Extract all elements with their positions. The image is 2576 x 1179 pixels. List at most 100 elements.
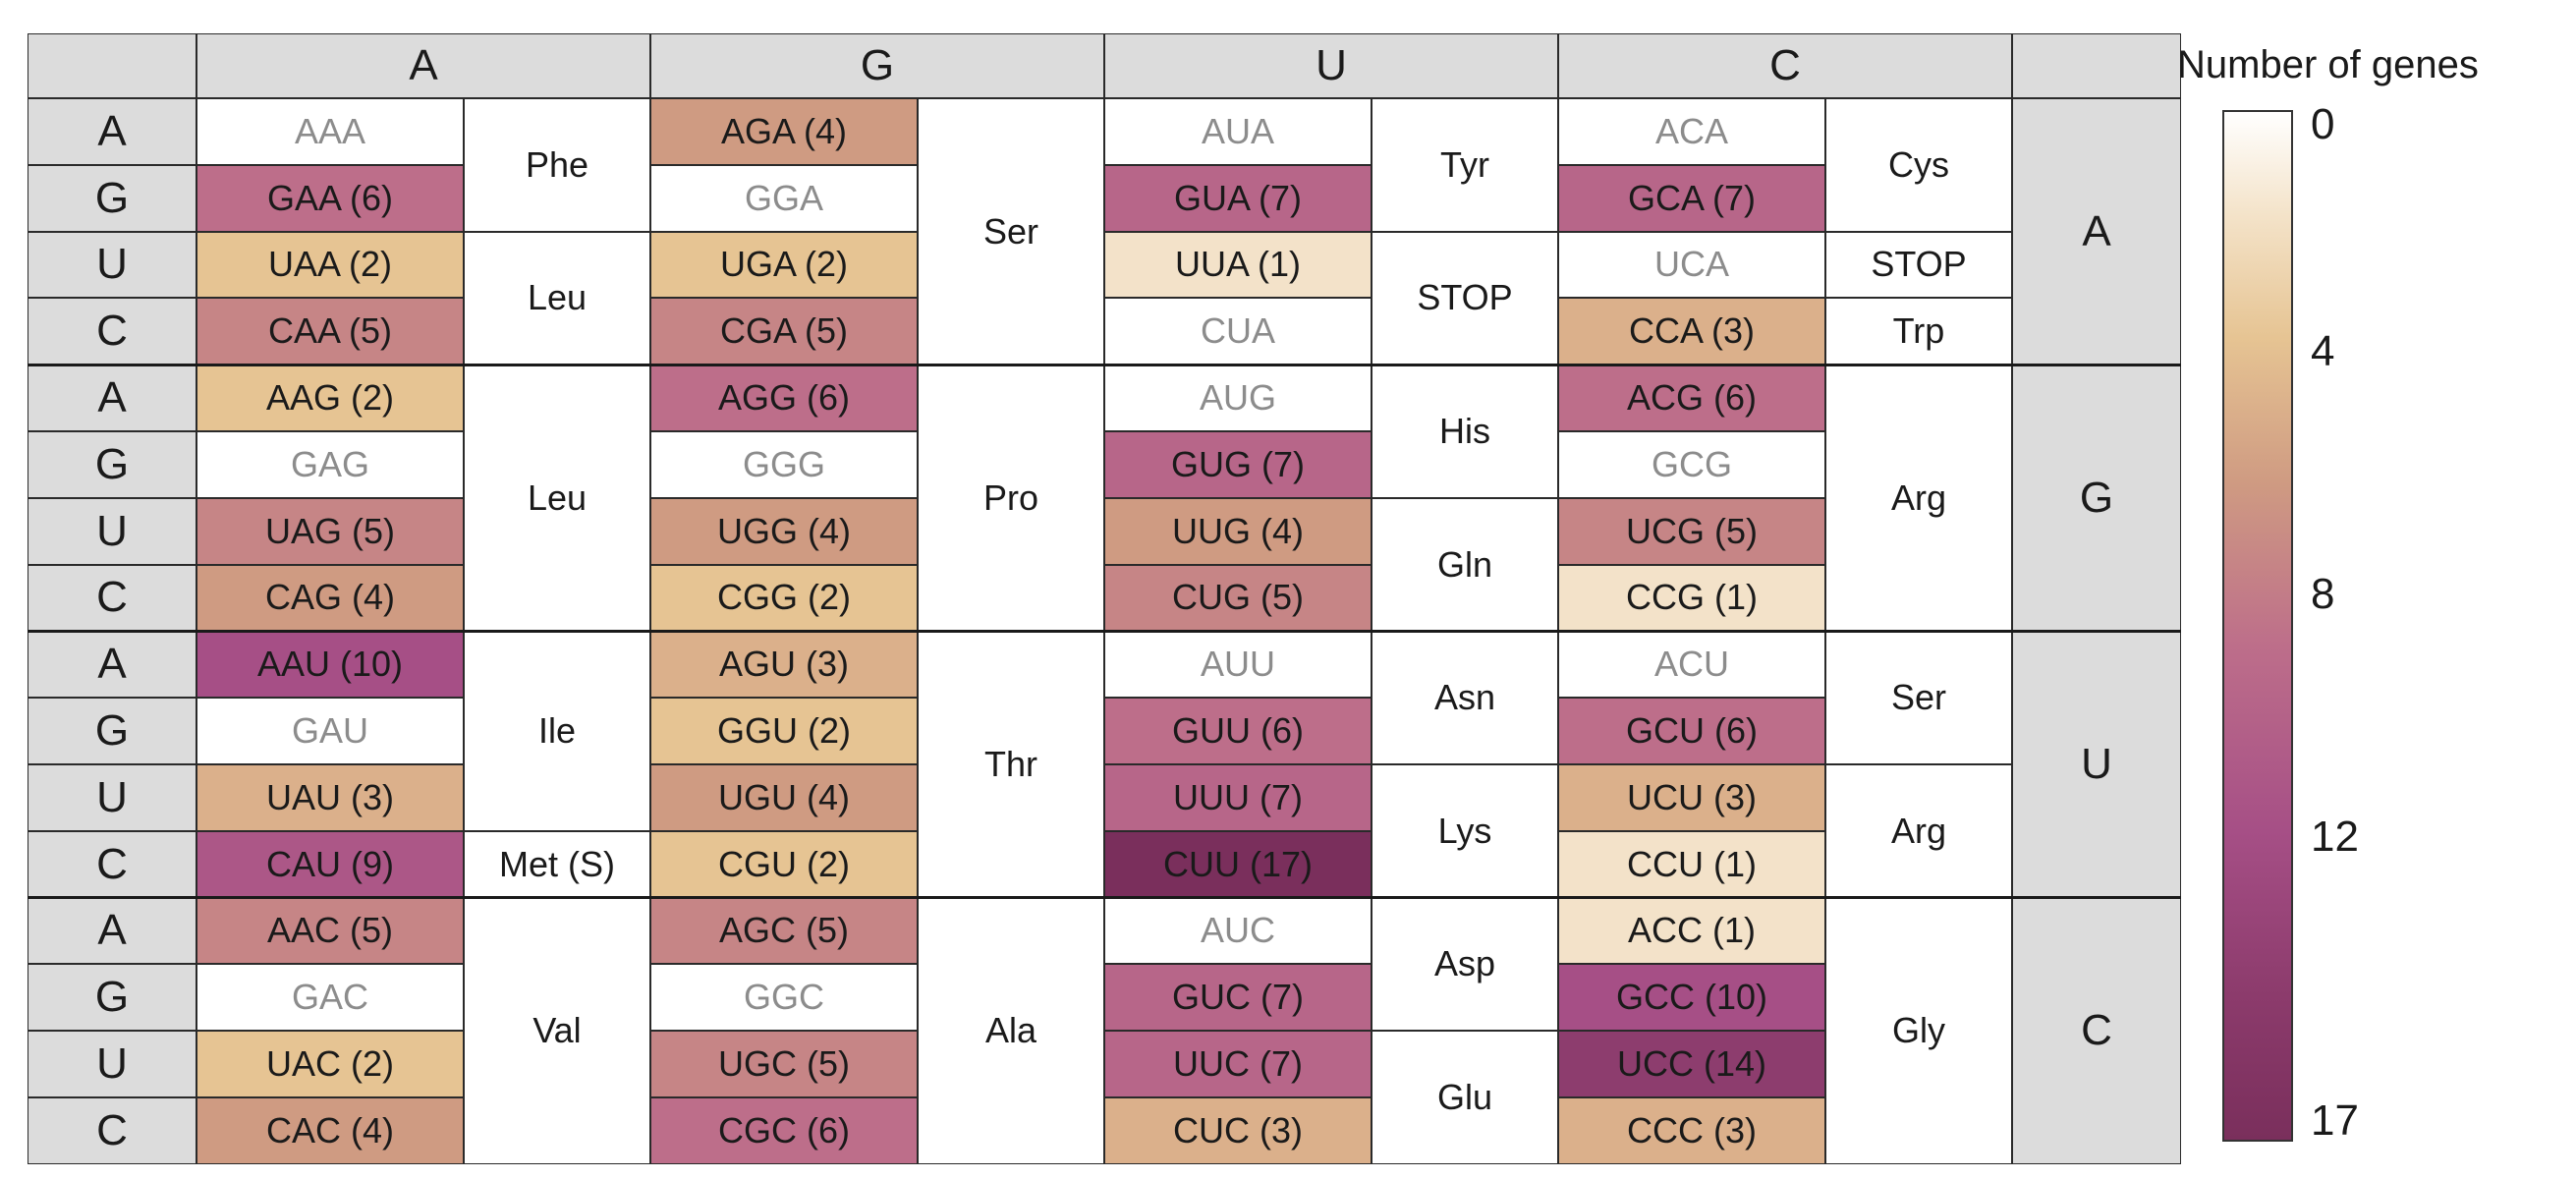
codon-cell: GAU [196,698,464,764]
codon-cell: GCA (7) [1558,164,1825,232]
codon-cell: AGU (3) [650,631,918,699]
codon-cell: UAG (5) [196,497,464,565]
codon-cell: CUA [1104,298,1372,365]
codon-cell: CUC (3) [1104,1097,1372,1164]
colorbar-tick-label: 0 [2311,100,2335,148]
row-label-U: U [28,764,196,831]
group-separator-line [28,629,2181,633]
row-label-A: A [28,365,196,431]
codon-cell: AAG (2) [196,365,464,431]
codon-cell: ACC (1) [1558,897,1825,965]
codon-cell: GUG (7) [1104,431,1372,498]
codon-cell: CUG (5) [1104,564,1372,632]
codon-cell: CAG (4) [196,564,464,632]
row-group-label-U: U [2012,631,2181,898]
column-header-U: U [1104,33,1558,98]
colorbar-tick-label: 8 [2311,570,2335,619]
codon-cell: AUU [1104,631,1372,699]
corner-header-cell-right [2012,33,2181,98]
codon-cell: GCG [1558,431,1825,498]
codon-cell: GCU (6) [1558,698,1825,764]
amino-acid-cell: Pro [918,365,1104,632]
amino-acid-cell: Gly [1825,897,2012,1164]
codon-cell: UCA [1558,231,1825,299]
codon-cell: CGC (6) [650,1097,918,1164]
codon-cell: UCU (3) [1558,764,1825,831]
codon-cell: UGG (4) [650,497,918,565]
codon-cell: GCC (10) [1558,964,1825,1032]
amino-acid-cell: Asp [1372,897,1558,1032]
amino-acid-cell: Gln [1372,497,1558,632]
codon-cell: UUU (7) [1104,764,1372,831]
codon-cell: AUA [1104,98,1372,165]
codon-cell: ACU [1558,631,1825,699]
codon-cell: ACA [1558,98,1825,165]
codon-cell: GAG [196,431,464,498]
row-label-U: U [28,231,196,299]
amino-acid-cell: Ala [918,897,1104,1164]
colorbar-tick-label: 17 [2311,1096,2359,1145]
column-header-A: A [196,33,650,98]
codon-cell: GAC [196,964,464,1032]
row-label-U: U [28,1031,196,1097]
amino-acid-cell: Thr [918,631,1104,898]
column-header-C: C [1558,33,2012,98]
group-separator-line [28,363,2181,366]
codon-cell: GUA (7) [1104,164,1372,232]
amino-acid-cell: STOP [1372,231,1558,365]
codon-cell: UUA (1) [1104,231,1372,299]
amino-acid-cell: Ser [918,98,1104,365]
codon-cell: GAA (6) [196,164,464,232]
column-header-G: G [650,33,1104,98]
codon-cell: UAU (3) [196,764,464,831]
amino-acid-cell: Tyr [1372,98,1558,232]
row-label-G: G [28,698,196,764]
amino-acid-cell: Trp [1825,298,2012,365]
codon-cell: CCG (1) [1558,564,1825,632]
row-label-C: C [28,564,196,632]
row-label-G: G [28,164,196,232]
codon-cell: AGC (5) [650,897,918,965]
codon-cell: AGA (4) [650,98,918,165]
row-label-G: G [28,431,196,498]
codon-cell: UGU (4) [650,764,918,831]
row-label-A: A [28,897,196,965]
row-label-U: U [28,497,196,565]
codon-cell: AAA [196,98,464,165]
codon-cell: AGG (6) [650,365,918,431]
codon-cell: CCU (1) [1558,830,1825,898]
row-label-C: C [28,830,196,898]
amino-acid-cell: Ile [464,631,650,831]
codon-cell: UGA (2) [650,231,918,299]
row-label-C: C [28,298,196,365]
codon-cell: AAU (10) [196,631,464,699]
codon-cell: CAU (9) [196,830,464,898]
codon-cell: CCA (3) [1558,298,1825,365]
amino-acid-cell: Val [464,897,650,1164]
codon-cell: AUC [1104,897,1372,965]
amino-acid-cell: Leu [464,231,650,365]
amino-acid-cell: Cys [1825,98,2012,232]
colorbar-tick-label: 12 [2311,813,2359,862]
amino-acid-cell: STOP [1825,231,2012,299]
amino-acid-cell: Glu [1372,1031,1558,1164]
codon-cell: UAA (2) [196,231,464,299]
codon-cell: UUC (7) [1104,1031,1372,1097]
codon-cell: CGG (2) [650,564,918,632]
codon-cell: GUU (6) [1104,698,1372,764]
codon-cell: CCC (3) [1558,1097,1825,1164]
codon-cell: ACG (6) [1558,365,1825,431]
codon-cell: CAC (4) [196,1097,464,1164]
row-group-label-G: G [2012,365,2181,632]
codon-cell: GGG [650,431,918,498]
amino-acid-cell: Ser [1825,631,2012,764]
row-label-C: C [28,1097,196,1164]
amino-acid-cell: Lys [1372,764,1558,898]
row-label-A: A [28,631,196,699]
amino-acid-cell: Arg [1825,365,2012,632]
colorbar-title: Number of genes [2177,43,2479,86]
codon-cell: AAC (5) [196,897,464,965]
colorbar-tick-label: 4 [2311,327,2335,376]
